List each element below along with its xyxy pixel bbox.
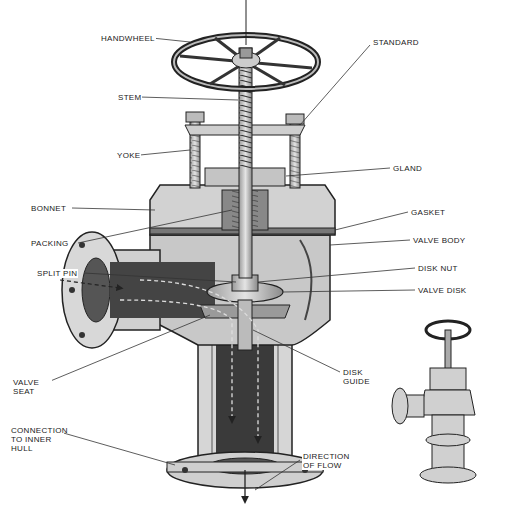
part-label: DIRECTION OF FLOW <box>302 452 354 470</box>
part-label: STANDARD <box>372 38 420 47</box>
part-label: GLAND <box>392 164 423 173</box>
part-label: VALVE SEAT <box>12 378 52 396</box>
part-label: SPLIT PIN <box>36 269 78 278</box>
part-label: BONNET <box>30 204 67 213</box>
part-label: YOKE <box>116 151 141 160</box>
part-label: CONNECTION TO INNER HULL <box>10 426 64 453</box>
part-label: VALVE BODY <box>412 236 467 245</box>
part-label: DISK NUT <box>417 264 459 273</box>
part-label: DISK GUIDE <box>342 368 382 386</box>
part-label: GASKET <box>410 208 446 217</box>
part-label: HANDWHEEL <box>100 34 156 43</box>
part-label: VALVE DISK <box>417 286 468 295</box>
part-label: PACKING <box>30 239 70 248</box>
part-label: STEM <box>117 93 142 102</box>
